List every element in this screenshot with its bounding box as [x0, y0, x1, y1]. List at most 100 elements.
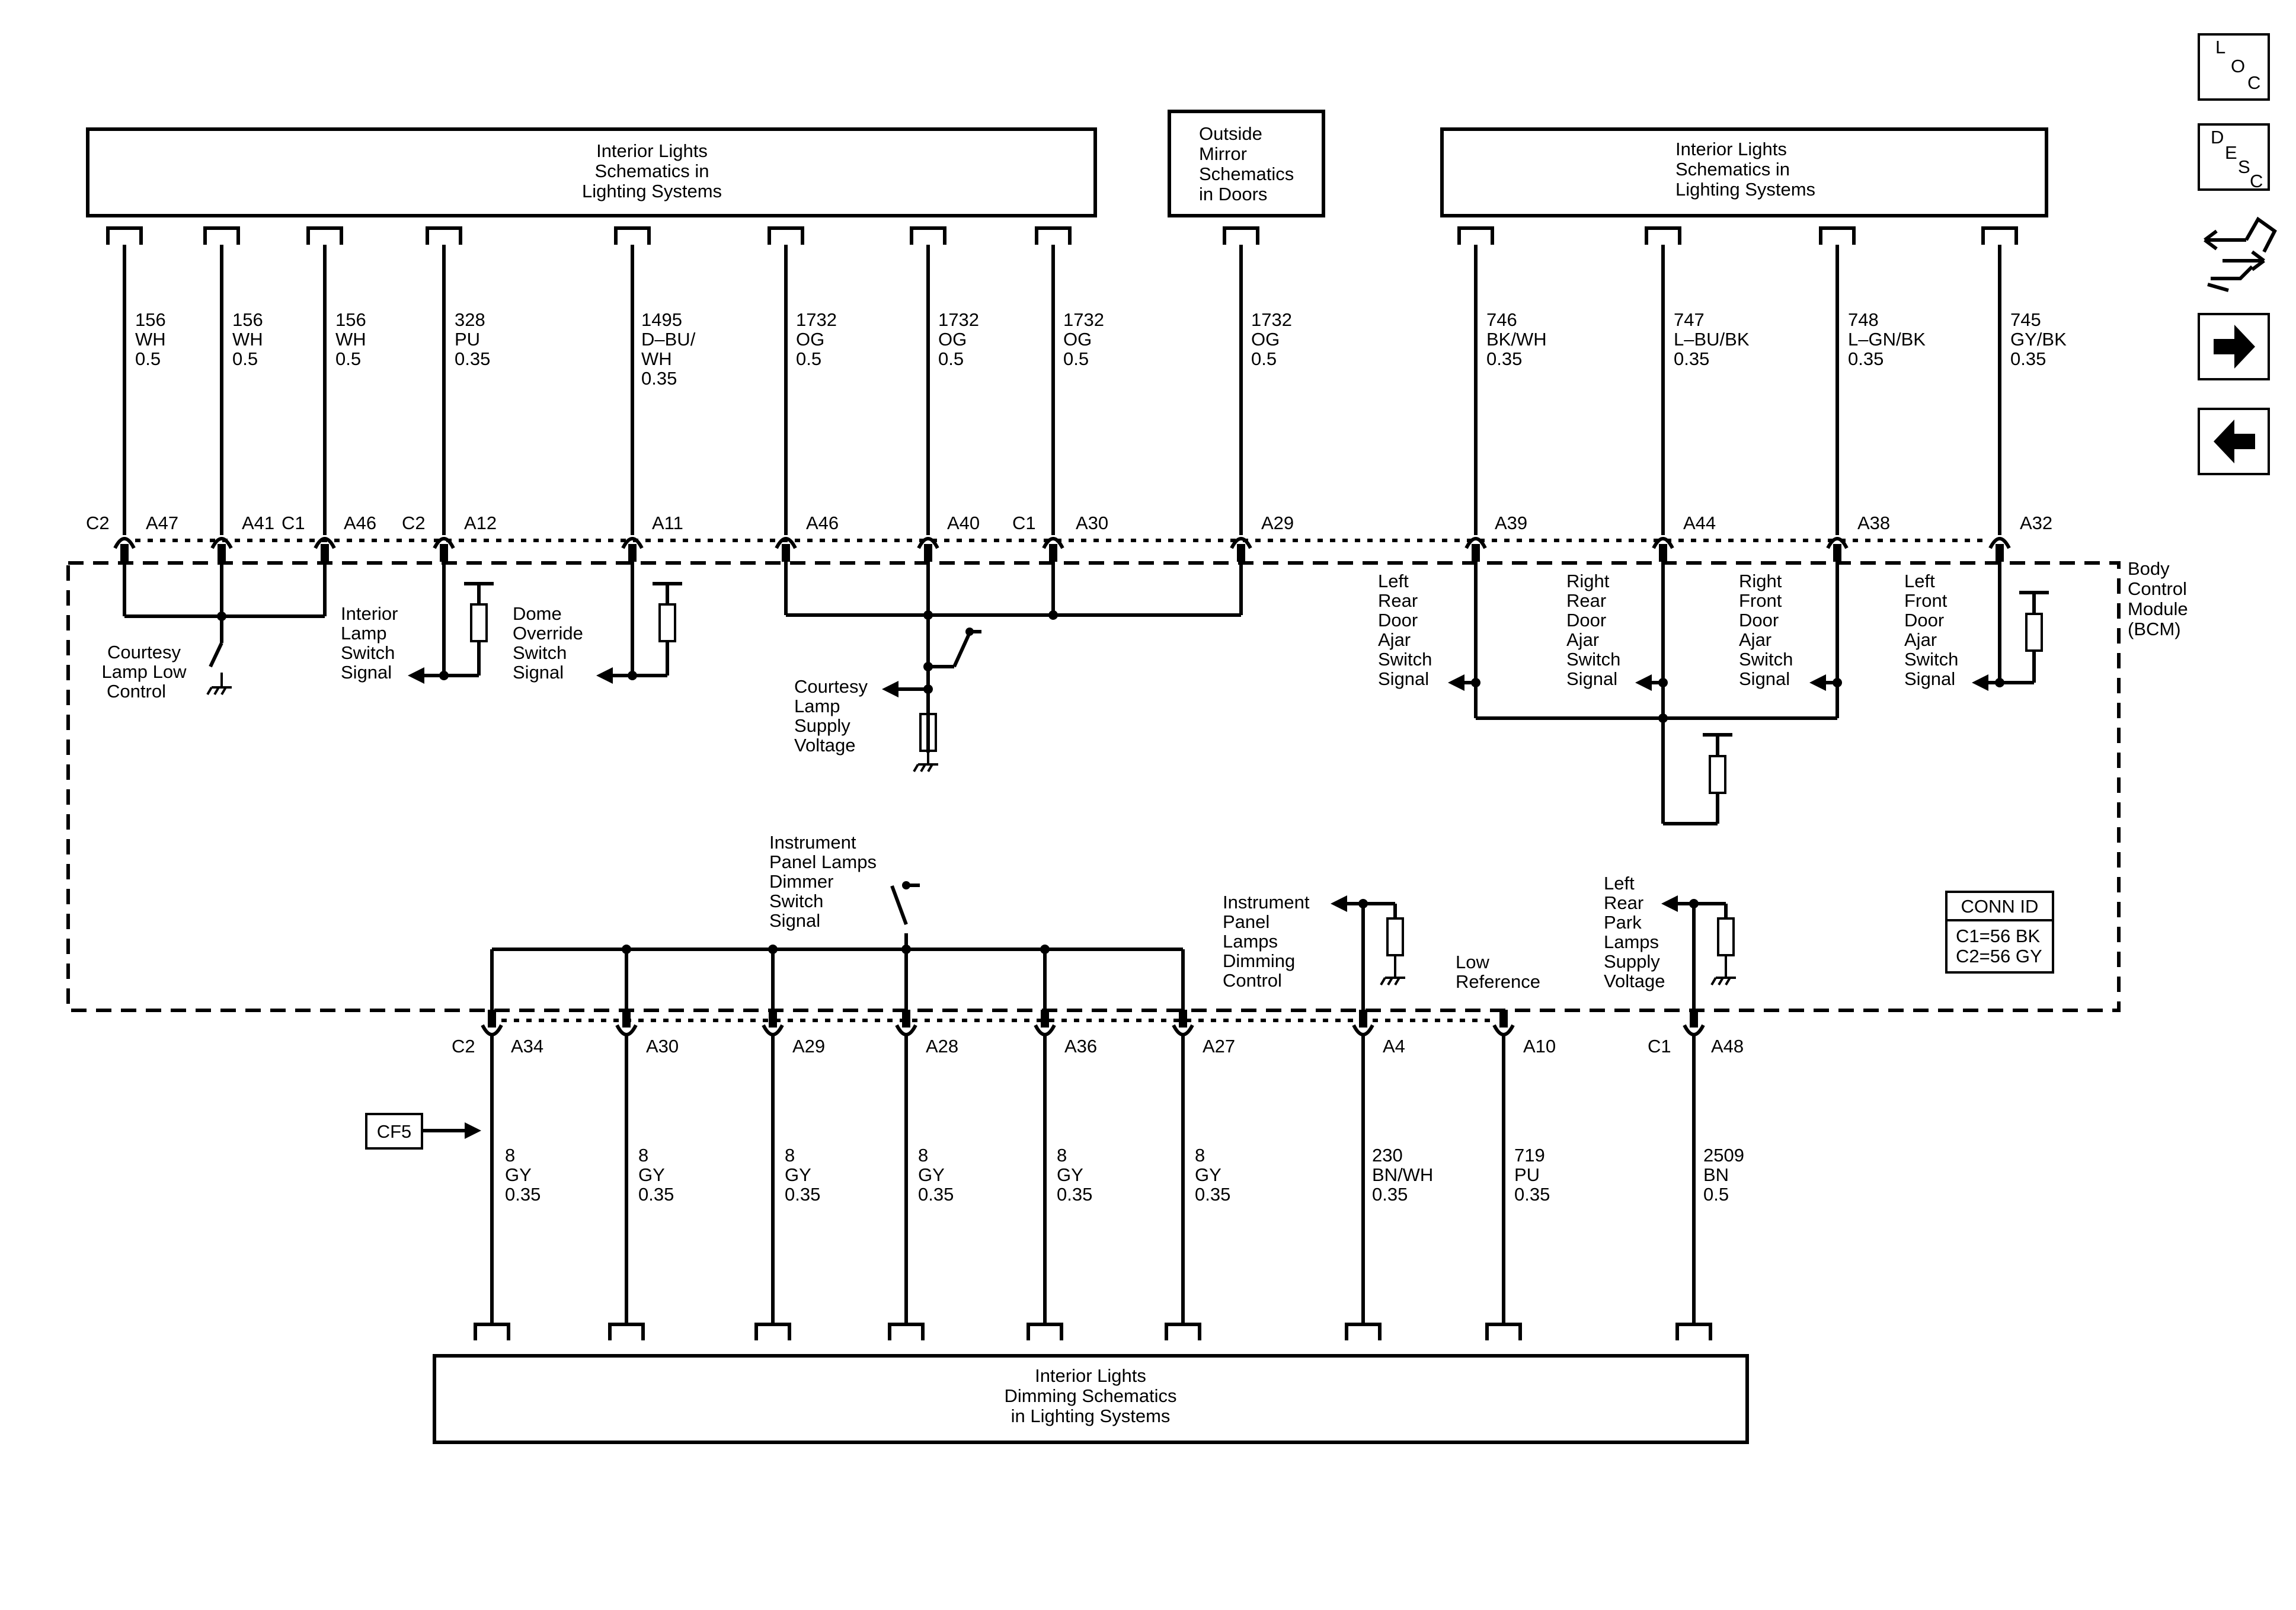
conn-id-table: CONN ID C1=56 BK C2=56 GY — [1945, 891, 2054, 974]
svg-text:O: O — [2231, 56, 2245, 76]
svg-text:A46: A46 — [806, 513, 839, 533]
svg-text:CONN ID: CONN ID — [1961, 896, 2039, 917]
svg-text:C2: C2 — [402, 513, 426, 533]
svg-text:C2: C2 — [452, 1036, 475, 1057]
svg-text:C1: C1 — [1012, 513, 1036, 533]
svg-text:C1=56 BK: C1=56 BK — [1956, 926, 2041, 946]
bottom-terminals — [474, 1323, 1712, 1340]
svg-text:L: L — [2215, 37, 2225, 57]
harness-connector-icon[interactable] — [2204, 216, 2277, 292]
top-wires — [123, 245, 2001, 535]
svg-text:A46: A46 — [344, 513, 376, 533]
svg-text:C2: C2 — [86, 513, 110, 533]
svg-text:A29: A29 — [1261, 513, 1294, 533]
svg-text:A40: A40 — [947, 513, 980, 533]
svg-text:A12: A12 — [464, 513, 497, 533]
svg-text:A44: A44 — [1683, 513, 1716, 533]
svg-text:A36: A36 — [1064, 1036, 1097, 1057]
cf5-reference[interactable]: CF5 — [365, 1113, 481, 1150]
svg-text:A38: A38 — [1857, 513, 1890, 533]
arrow-left-icon — [2214, 420, 2255, 463]
svg-text:A4: A4 — [1383, 1036, 1405, 1057]
top-connector-pins — [113, 537, 2011, 562]
svg-text:A32: A32 — [2020, 513, 2052, 533]
svg-text:A28: A28 — [926, 1036, 958, 1057]
arrow-right-icon — [2214, 325, 2255, 369]
svg-text:C1: C1 — [1648, 1036, 1671, 1057]
svg-text:A27: A27 — [1203, 1036, 1235, 1057]
svg-text:A39: A39 — [1495, 513, 1527, 533]
bottom-pin-labels: C2 A34 A30 A29 A28 A36 A27 A4 A10 C1 A48 — [452, 1036, 1744, 1057]
svg-text:A11: A11 — [652, 513, 683, 533]
svg-text:A30: A30 — [1076, 513, 1108, 533]
svg-text:S: S — [2238, 156, 2250, 177]
svg-text:C: C — [2250, 171, 2263, 191]
loc-button[interactable]: L O C — [2198, 33, 2270, 101]
svg-text:A48: A48 — [1711, 1036, 1744, 1057]
back-button[interactable] — [2198, 408, 2270, 475]
bottom-connector-pins — [481, 1010, 1705, 1036]
forward-button[interactable] — [2198, 313, 2270, 380]
svg-text:A10: A10 — [1523, 1036, 1556, 1057]
svg-text:C2=56 GY: C2=56 GY — [1956, 946, 2042, 966]
svg-text:CF5: CF5 — [377, 1121, 412, 1142]
svg-text:D: D — [2211, 127, 2224, 148]
top-terminals — [106, 226, 2018, 245]
svg-text:C: C — [2247, 72, 2260, 93]
svg-text:A30: A30 — [646, 1036, 679, 1057]
bcm-module-boundary — [66, 561, 2121, 1012]
svg-text:A47: A47 — [146, 513, 178, 533]
svg-text:A29: A29 — [792, 1036, 825, 1057]
desc-button[interactable]: D E S C — [2198, 123, 2270, 191]
svg-text:A34: A34 — [511, 1036, 543, 1057]
svg-text:E: E — [2225, 142, 2237, 163]
bottom-wires — [490, 1034, 1696, 1323]
